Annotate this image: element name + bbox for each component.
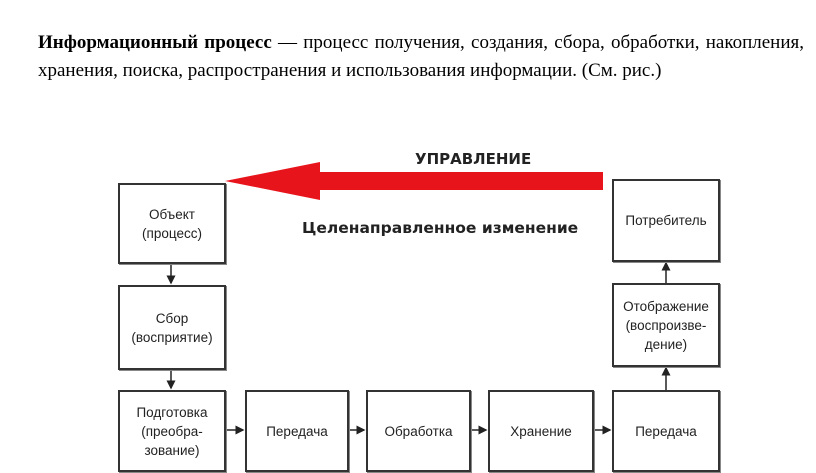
definition: — процесс получения, создания, сбора, об… (38, 32, 804, 81)
box-consumer: Потребитель (612, 179, 720, 262)
box-process: Обработка (366, 390, 471, 472)
box-transfer-2: Передача (612, 390, 720, 472)
definition-paragraph: Информационный процесс — процесс получен… (38, 29, 804, 84)
box-display: Отображение (воспроизве- дение) (612, 283, 720, 367)
box-store: Хранение (488, 390, 594, 472)
control-label: УПРАВЛЕНИЕ (415, 150, 532, 168)
box-transfer-1: Передача (245, 390, 349, 472)
box-prepare: Подготовка (преобра- зование) (118, 390, 226, 472)
box-collect: Сбор (восприятие) (118, 285, 226, 370)
change-label: Целенаправленное изменение (302, 219, 579, 237)
term: Информационный процесс (38, 32, 272, 53)
box-object: Объект (процесс) (118, 183, 226, 264)
control-arrow (225, 162, 603, 200)
